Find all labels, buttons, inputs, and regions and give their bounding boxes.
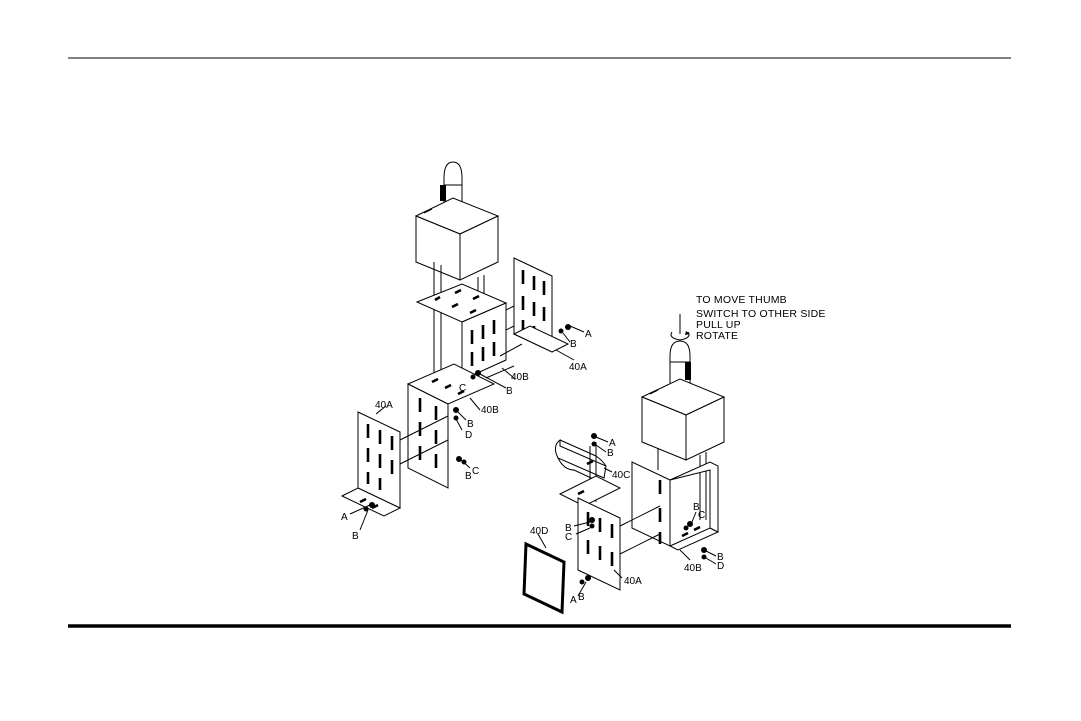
callout-upper-B: B (570, 339, 577, 350)
upper-plate-40B (417, 284, 506, 380)
label-lower-40B: 40B (481, 405, 499, 416)
left-assembly: 40A 40B 40B 40A A B B C B D B C A B (341, 162, 592, 542)
upper-bracket-40A (506, 258, 568, 352)
label-lower-40A: 40A (375, 400, 393, 411)
callout-mid-C: C (459, 383, 466, 394)
part-40B-right (632, 462, 718, 550)
callout-upper-A: A (585, 329, 592, 340)
callout-mid-B: B (506, 386, 513, 397)
callout-rbot-D: D (717, 561, 724, 572)
callout-foot-A: A (341, 512, 348, 523)
callout-right-C: C (698, 510, 705, 521)
callout-foot-B: B (352, 531, 359, 542)
label-40D: 40D (530, 526, 548, 537)
control-box-left (416, 198, 498, 280)
callout-bot-B: B (578, 592, 585, 603)
label-40C: 40C (612, 470, 630, 481)
note-line-4: ROTATE (696, 330, 738, 342)
right-assembly: A B 40C B C B C 40D 40B B D 40A A B (524, 341, 724, 612)
label-upper-40B: 40B (511, 372, 529, 383)
note-line-1: TO MOVE THUMB (696, 294, 787, 306)
lower-block-40B (408, 364, 494, 488)
label-40B-right: 40B (684, 563, 702, 574)
callout-left-C: C (565, 532, 572, 543)
callout-side-C: C (472, 466, 479, 477)
callout-center-D: D (465, 430, 472, 441)
callout-center-B: B (467, 419, 474, 430)
control-box-right (642, 379, 724, 460)
label-40A-right: 40A (624, 576, 642, 587)
instruction-note: TO MOVE THUMB SWITCH TO OTHER SIDE PULL … (671, 294, 826, 342)
label-upper-40A: 40A (569, 362, 587, 373)
callout-bot-A: A (570, 595, 577, 606)
part-40D (524, 544, 564, 612)
callout-top-B: B (607, 448, 614, 459)
callout-side-B: B (465, 471, 472, 482)
